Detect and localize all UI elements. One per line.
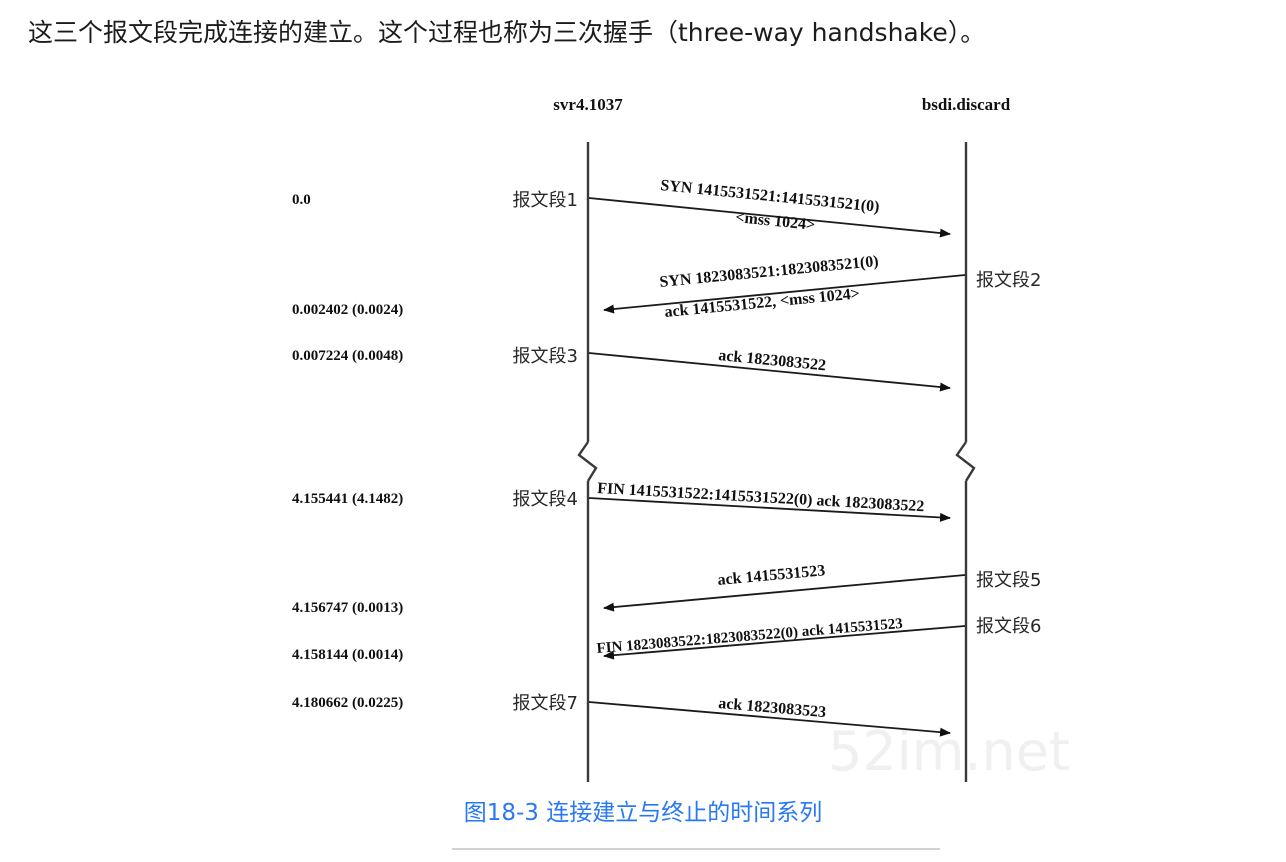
timestamp-1: 0.0 xyxy=(292,192,311,208)
segment-label-3: 报文段3 xyxy=(513,346,578,367)
segment-label-5: 报文段5 xyxy=(976,570,1041,591)
figure-timing-diagram: 52im.net svr4.1037 bsdi.discard 0.0 报文段1… xyxy=(0,70,1286,800)
timestamp-7: 4.180662 (0.0225) xyxy=(292,695,403,711)
message-arrow-1 xyxy=(588,197,951,238)
message-arrow-3 xyxy=(588,352,951,392)
timestamp-5: 4.156747 (0.0013) xyxy=(292,600,403,616)
right-host-label: bsdi.discard xyxy=(922,95,1011,114)
segment-label-6: 报文段6 xyxy=(976,616,1041,637)
timestamp-4: 4.155441 (4.1482) xyxy=(292,491,403,507)
left-host-label: svr4.1037 xyxy=(553,95,623,114)
watermark-text: 52im.net xyxy=(828,720,1070,783)
segment-label-4: 报文段4 xyxy=(513,489,578,510)
message-arrow-2 xyxy=(603,274,966,314)
segment-label-2: 报文段2 xyxy=(976,270,1041,291)
figure-caption: 图18-3 连接建立与终止的时间系列 xyxy=(463,800,823,826)
message-text-5-line1: ack 1415531523 xyxy=(717,562,826,589)
segment-label-1: 报文段1 xyxy=(513,190,578,211)
timestamp-3: 0.007224 (0.0048) xyxy=(292,348,403,364)
message-arrow-4 xyxy=(588,497,951,522)
timestamp-2: 0.002402 (0.0024) xyxy=(292,302,403,318)
message-arrow-6 xyxy=(603,625,966,660)
message-text-2-line1: SYN 1823083521:1823083521(0) xyxy=(659,253,880,291)
message-text-1-line1: SYN 1415531521:1415531521(0) xyxy=(660,177,881,216)
intro-paragraph: 这三个报文段完成连接的建立。这个过程也称为三次握手（three-way hand… xyxy=(28,18,986,47)
tcp-sequence-diagram-svg: 52im.net svr4.1037 bsdi.discard 0.0 报文段1… xyxy=(292,95,1070,783)
timestamp-6: 4.158144 (0.0014) xyxy=(292,647,403,663)
message-text-1-line2: <mss 1024> xyxy=(735,209,816,234)
message-text-4-line1: FIN 1415531522:1415531522(0) ack 1823083… xyxy=(597,480,925,515)
segment-label-7: 报文段7 xyxy=(513,693,578,714)
message-arrow-7 xyxy=(588,701,951,737)
message-text-6-line1: FIN 1823083522:1823083522(0) ack 1415531… xyxy=(596,616,903,657)
message-arrow-5 xyxy=(603,574,966,612)
left-lifeline-break-icon xyxy=(577,441,598,482)
right-lifeline-break-icon xyxy=(955,441,976,482)
message-text-2-line2: ack 1415531522, <mss 1024> xyxy=(664,285,861,321)
bottom-divider xyxy=(452,848,940,850)
